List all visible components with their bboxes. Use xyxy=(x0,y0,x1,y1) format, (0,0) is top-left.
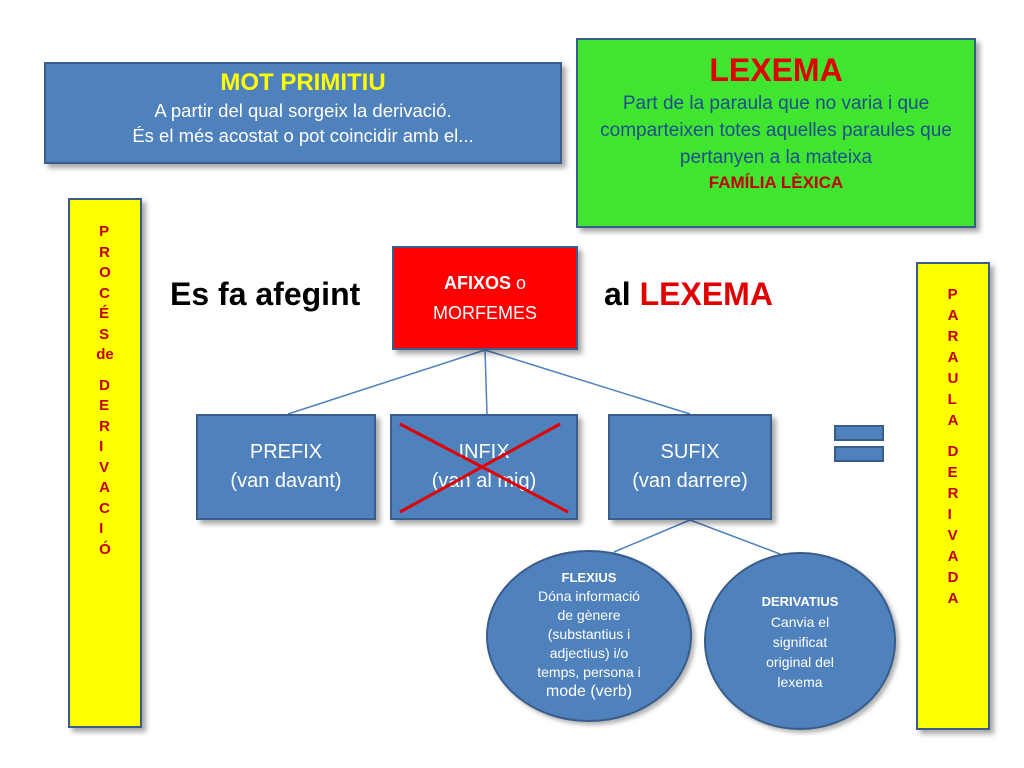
derivatius-line-4: lexema xyxy=(777,674,823,690)
mot-primitiu-line-1: A partir del qual sorgeix la derivació. xyxy=(154,100,452,121)
flexius-line-5: temps, persona i xyxy=(537,664,641,680)
bar-letter: A xyxy=(947,590,959,607)
lexema-box: LEXEMA Part de la paraula que no varia i… xyxy=(576,38,976,228)
derivatius-title: DERIVATIUS xyxy=(761,594,839,609)
bar-letter: L xyxy=(947,391,957,408)
bar-letter: R xyxy=(99,417,110,435)
sufix-name: SUFIX xyxy=(660,441,720,463)
headline-al: al xyxy=(604,276,631,312)
flexius-line-2: de gènere xyxy=(557,607,621,623)
equals-icon-bottom xyxy=(834,446,884,462)
bar-letter: V xyxy=(947,527,958,544)
bar-letter: A xyxy=(947,307,959,324)
afixos-label: AFIXOS xyxy=(443,273,511,293)
line-sufix-flexius xyxy=(613,519,691,553)
lexema-family: FAMÍLIA LÈXICA xyxy=(708,173,844,192)
line-afixos-prefix xyxy=(287,349,486,415)
derivatius-line-3: original del xyxy=(766,654,834,670)
flexius-line-6: mode (verb) xyxy=(545,683,633,700)
headline-al-lexema: al LEXEMA xyxy=(604,274,773,314)
afixos-connector: o xyxy=(516,273,527,293)
bar-letter: C xyxy=(99,499,110,517)
bar-letter: Ó xyxy=(99,540,111,558)
sufix-desc: (van darrere) xyxy=(632,470,748,492)
bar-letter: I xyxy=(947,506,952,523)
flexius-line-3: (substantius i xyxy=(547,626,631,642)
mot-primitiu-line-2: És el més acostat o pot coincidir amb el… xyxy=(132,125,474,146)
derivatius-line-2: significat xyxy=(772,634,828,650)
infix-name: INFIX xyxy=(458,441,510,463)
bar-letter: P xyxy=(947,286,958,303)
bar-letter: É xyxy=(99,305,110,322)
bar-letter: I xyxy=(99,520,104,537)
lexema-title: LEXEMA xyxy=(709,52,843,88)
afixos-line-2: MORFEMES xyxy=(432,303,537,323)
bar-letter: R xyxy=(947,328,959,345)
prefix-name: PREFIX xyxy=(249,441,323,463)
infix-desc: (van al mig) xyxy=(431,470,537,492)
derivatius-ellipse: DERIVATIUS Canvia el significat original… xyxy=(704,552,896,730)
flexius-title: FLEXIUS xyxy=(561,570,617,585)
bar-letter: R xyxy=(99,243,110,261)
bar-letter: A xyxy=(99,479,110,496)
line-sufix-derivatius xyxy=(689,519,781,555)
flexius-line-4: adjectius) i/o xyxy=(549,645,629,661)
bar-letter: I xyxy=(99,438,104,455)
mot-primitiu-box: MOT PRIMITIU A partir del qual sorgeix l… xyxy=(44,62,562,164)
prefix-box: PREFIX (van davant) xyxy=(196,414,376,520)
lexema-description: Part de la paraula que no varia i que co… xyxy=(600,93,952,168)
sufix-box: SUFIX (van darrere) xyxy=(608,414,772,520)
bar-letter: C xyxy=(99,284,110,302)
bar-letter: D xyxy=(947,443,959,460)
headline-es-fa-afegint: Es fa afegint xyxy=(170,276,361,312)
infix-box: INFIX (van al mig) xyxy=(390,414,578,520)
bar-letter: E xyxy=(947,464,958,481)
afixos-box: AFIXOS o MORFEMES xyxy=(392,246,578,350)
mot-primitiu-title: MOT PRIMITIU xyxy=(220,69,386,96)
line-afixos-sufix xyxy=(484,349,691,415)
bar-letter: A xyxy=(947,412,959,429)
flexius-line-1: Dóna informació xyxy=(538,588,640,604)
line-afixos-infix xyxy=(484,349,488,415)
bar-letter: D xyxy=(99,376,110,394)
bar-letter: P xyxy=(99,223,110,240)
headline-lexema: LEXEMA xyxy=(639,276,773,312)
bar-letter: E xyxy=(99,397,110,414)
bar-letter: O xyxy=(99,264,111,281)
bar-letter: A xyxy=(947,349,959,366)
equals-icon-top xyxy=(834,425,884,441)
bar-letter: D xyxy=(947,569,959,586)
bar-letter: U xyxy=(947,370,959,387)
bar-letter: R xyxy=(947,485,959,502)
afixos-line-1: AFIXOS o xyxy=(394,268,576,298)
bar-letter: S xyxy=(99,325,110,343)
proces-de-word: de xyxy=(96,346,114,363)
bar-letter: A xyxy=(947,548,959,565)
prefix-desc: (van davant) xyxy=(230,470,342,492)
derivatius-line-1: Canvia el xyxy=(770,614,830,630)
flexius-ellipse: FLEXIUS Dóna informació de gènere (subst… xyxy=(486,550,692,722)
bar-letter: V xyxy=(99,458,110,476)
